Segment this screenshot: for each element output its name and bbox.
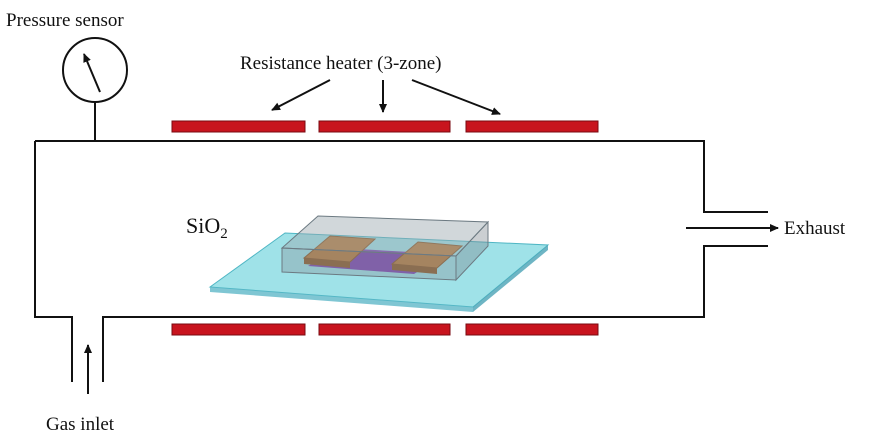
heater-zones-top: [171, 120, 599, 133]
gauge-needle: [83, 53, 101, 93]
pressure-sensor-label: Pressure sensor: [6, 10, 124, 31]
resistance-heater-label: Resistance heater (3-zone): [240, 53, 442, 74]
furnace-tube: [34, 140, 768, 382]
heater-zone-top-1: [171, 120, 306, 133]
gas-inlet-label: Gas inlet: [46, 414, 115, 435]
exhaust-label: Exhaust: [784, 218, 846, 239]
heater-zone-bottom-1: [171, 323, 306, 336]
device-sample: [208, 215, 550, 312]
heater-zone-top-3: [465, 120, 599, 133]
heater-zone-bottom-3: [465, 323, 599, 336]
pressure-gauge: [62, 37, 128, 141]
heater-arrows: [271, 79, 501, 115]
heater-zone-bottom-2: [318, 323, 451, 336]
electrode-left: [302, 235, 377, 263]
heater-zones-bottom: [171, 323, 599, 336]
sio2-label: SiO2: [186, 213, 228, 242]
heater-zone-top-2: [318, 120, 451, 133]
